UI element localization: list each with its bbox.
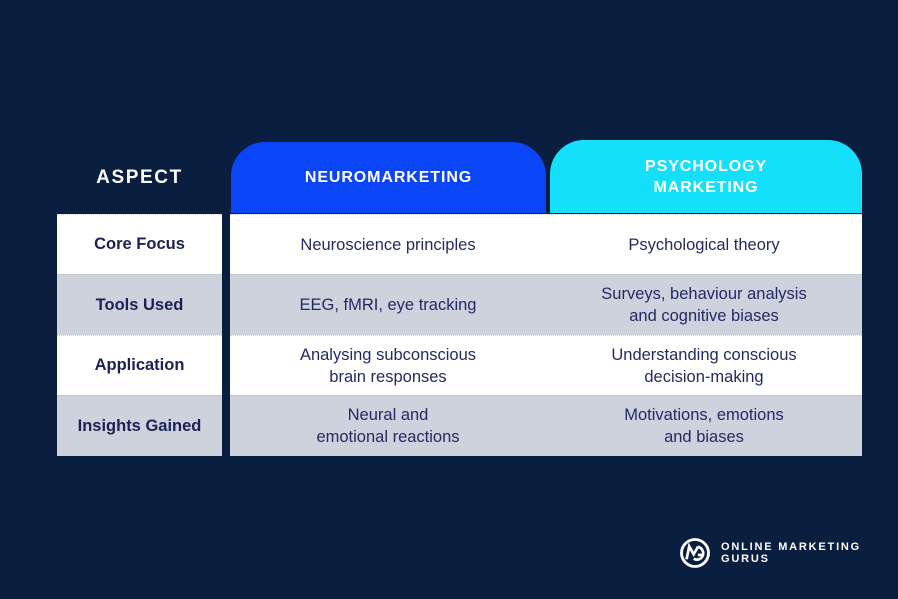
brand-logo-text: ONLINE MARKETING GURUS	[721, 541, 862, 565]
table-row: Neural and emotional reactions Motivatio…	[230, 395, 862, 456]
table-row: EEG, fMRI, eye tracking Surveys, behavio…	[230, 274, 862, 335]
cell-application-neuromarketing: Analysing subconscious brain responses	[299, 345, 477, 386]
aspect-labels-column: Core Focus Tools Used Application Insigh…	[57, 214, 222, 456]
table-row: Neuroscience principles Psychological th…	[230, 214, 862, 274]
table-row: Analysing subconscious brain responses U…	[230, 335, 862, 395]
row-label-insights-gained: Insights Gained	[57, 395, 222, 456]
row-label-core-focus: Core Focus	[57, 214, 222, 274]
cell-core-focus-neuromarketing: Neuroscience principles	[300, 235, 476, 254]
column-header-neuromarketing: NEUROMARKETING	[231, 142, 546, 213]
brand-logo: ONLINE MARKETING GURUS	[679, 536, 898, 570]
cell-application-psychology: Understanding conscious decision-making	[611, 345, 797, 386]
cell-core-focus-psychology: Psychological theory	[628, 235, 780, 254]
cell-insights-gained-psychology: Motivations, emotions and biases	[624, 406, 784, 446]
omg-monogram-circle-icon	[679, 537, 711, 569]
aspect-column-header: ASPECT	[96, 166, 183, 188]
row-label-application: Application	[57, 335, 222, 395]
cell-insights-gained-neuromarketing: Neural and emotional reactions	[316, 406, 460, 446]
cell-tools-used-psychology: Surveys, behaviour analysis and cognitiv…	[601, 285, 807, 325]
cell-tools-used-neuromarketing: EEG, fMRI, eye tracking	[299, 296, 477, 314]
table-body: Neuroscience principles Psychological th…	[230, 214, 862, 456]
column-header-psychology-marketing: PSYCHOLOGY MARKETING	[550, 140, 862, 213]
row-label-tools-used: Tools Used	[57, 274, 222, 335]
